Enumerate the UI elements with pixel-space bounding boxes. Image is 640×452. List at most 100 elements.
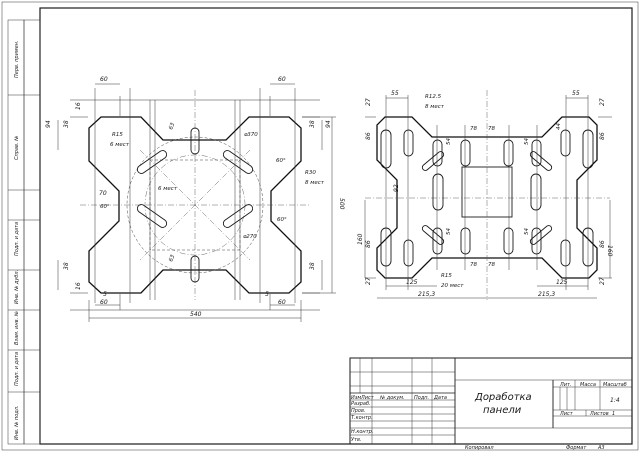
- left-dim-63-b: 63: [168, 254, 176, 263]
- right-dim-27-d: 27: [599, 277, 606, 285]
- left-dim-60-br: 60: [278, 299, 286, 306]
- left-dim-63-a: 63: [168, 122, 176, 131]
- right-dim-86-tr: 86: [599, 132, 606, 140]
- right-dim-2153-l: 215,3: [418, 291, 435, 298]
- tb-mass-label: Масса: [580, 382, 596, 388]
- left-dim-r30: R30: [305, 170, 316, 176]
- right-dim-86-tl: 86: [365, 132, 372, 140]
- left-dim-60deg-a: 60°: [100, 204, 110, 210]
- tb-row-nkontr: Н.контр.: [351, 429, 373, 435]
- tb-header-list: Лист: [360, 395, 375, 401]
- side-label-inv-dubl: Инв. № дубл.: [14, 270, 20, 304]
- left-slot: [136, 127, 254, 283]
- right-dim-27-b: 27: [599, 98, 606, 106]
- side-label-podp-2: Подп. и дата: [14, 352, 20, 386]
- right-view: 55 55 R12.5 8 мест R15 20 мест 125 125 2…: [357, 90, 613, 300]
- right-dim-78-a: 78: [470, 126, 477, 132]
- right-dim-160-l: 160: [357, 233, 364, 245]
- left-dim-94-l: 94: [45, 120, 52, 128]
- tb-row-utv: Утв.: [351, 437, 362, 443]
- left-view: 540 500 60 60 60 60 5 5 R15 6 мест R30 8…: [45, 76, 345, 322]
- left-dim-60-tl: 60: [100, 76, 108, 83]
- tb-title-line2: панели: [483, 405, 522, 416]
- tb-sheet-label: Лист: [559, 411, 574, 417]
- left-dim-5-r: 5: [265, 291, 269, 298]
- right-dim-20mest: 20 мест: [441, 283, 464, 289]
- format-value: A3: [597, 445, 605, 451]
- tb-header-sign: Подп.: [414, 395, 429, 401]
- right-dim-78-d: 78: [488, 262, 495, 268]
- right-dim-92: 92: [393, 184, 400, 192]
- right-dim-r125: R12.5: [425, 94, 442, 100]
- side-stamp-column: Перв. примен. Справ. № Подп. и дата Инв.…: [7, 19, 41, 445]
- tb-sheets-value: 1: [612, 411, 615, 417]
- right-dim-55-l: 55: [391, 90, 399, 97]
- right-dim-86-br: 86: [599, 240, 606, 248]
- right-part-outline: [376, 116, 598, 279]
- format-label: Формат: [566, 445, 587, 451]
- left-dim-60-bl: 60: [100, 299, 108, 306]
- side-label-inv-podl: Инв. № подл.: [14, 406, 20, 441]
- left-dim-d370: ⌀370: [244, 132, 258, 138]
- right-dim-78-c: 78: [470, 262, 477, 268]
- tb-scale-value: 1:4: [610, 397, 620, 404]
- right-dim-2153-r: 215,3: [538, 291, 555, 298]
- tb-scale-label: Масштаб: [603, 382, 627, 388]
- right-dim-55-r: 55: [572, 90, 580, 97]
- left-circle-370: [126, 136, 264, 274]
- left-dim-38-tr: 38: [309, 120, 316, 128]
- left-dim-70: 70: [99, 190, 107, 197]
- left-rails: [94, 88, 296, 310]
- tb-header-date: Дата: [433, 395, 447, 401]
- copied-label: Копировал: [465, 445, 494, 451]
- side-label-podp-1: Подп. и дата: [14, 222, 20, 256]
- tb-row-tkontr: Т.контр.: [351, 415, 373, 421]
- side-label-perv: Перв. примен.: [14, 40, 20, 78]
- side-label-vzam: Взам. инв. №: [14, 311, 20, 345]
- left-dim-38-br: 38: [309, 262, 316, 270]
- right-dim-160-r: 160: [606, 245, 613, 257]
- left-dim-94-r: 94: [325, 120, 332, 128]
- right-dim-8mest: 8 мест: [425, 104, 445, 110]
- left-dim-width: 540: [190, 311, 202, 318]
- right-dim-125-r: 125: [556, 279, 568, 286]
- right-slot: [380, 129, 594, 267]
- right-dim-54-d: 54: [524, 228, 530, 235]
- right-dim-44: 44: [556, 123, 562, 130]
- left-dim-5-l: 5: [103, 291, 107, 298]
- side-label-sprav: Справ. №: [14, 136, 20, 160]
- right-dim-54-c: 54: [446, 228, 452, 235]
- tb-sheets-label: Листов: [589, 411, 609, 417]
- left-dim-8mest: 8 мест: [305, 180, 325, 186]
- left-dim-height: 500: [338, 198, 345, 210]
- left-dim-38-bl: 38: [63, 262, 70, 270]
- left-dim-60deg-b: 60°: [276, 158, 286, 164]
- left-dim-60-tr: 60: [278, 76, 286, 83]
- left-dim-r15: R15: [112, 132, 123, 138]
- right-dim-r15: R15: [441, 273, 452, 279]
- drawing-frame: [39, 7, 633, 445]
- left-dim-16-t: 16: [75, 102, 82, 110]
- left-dim-6mest-b: 6 мест: [158, 186, 178, 192]
- right-dim-86-bl: 86: [365, 240, 372, 248]
- left-dim-60deg-c: 60°: [277, 217, 287, 223]
- title-block: Изм Лист № докум. Подп. Дата Разраб. Про…: [349, 357, 633, 445]
- left-dim-16-b: 16: [75, 282, 82, 290]
- left-dim-6mest-a: 6 мест: [110, 142, 130, 148]
- right-dim-54-a: 54: [446, 138, 452, 145]
- left-dim-d270: ⌀270: [243, 234, 257, 240]
- left-part-outline: [88, 116, 302, 294]
- left-dim-38-tl: 38: [63, 120, 70, 128]
- tb-header-izm: Изм: [351, 395, 361, 401]
- tb-header-doc: № докум.: [379, 395, 405, 401]
- right-dim-54-b: 54: [524, 138, 530, 145]
- tb-row-prov: Пров.: [351, 408, 366, 414]
- tb-title-line1: Доработка: [474, 391, 532, 403]
- right-dim-78-b: 78: [488, 126, 495, 132]
- tb-lit-label: Лит.: [559, 382, 572, 388]
- right-dim-125-l: 125: [406, 279, 418, 286]
- tb-row-razrab: Разраб.: [351, 401, 371, 407]
- right-dim-27-a: 27: [365, 98, 372, 106]
